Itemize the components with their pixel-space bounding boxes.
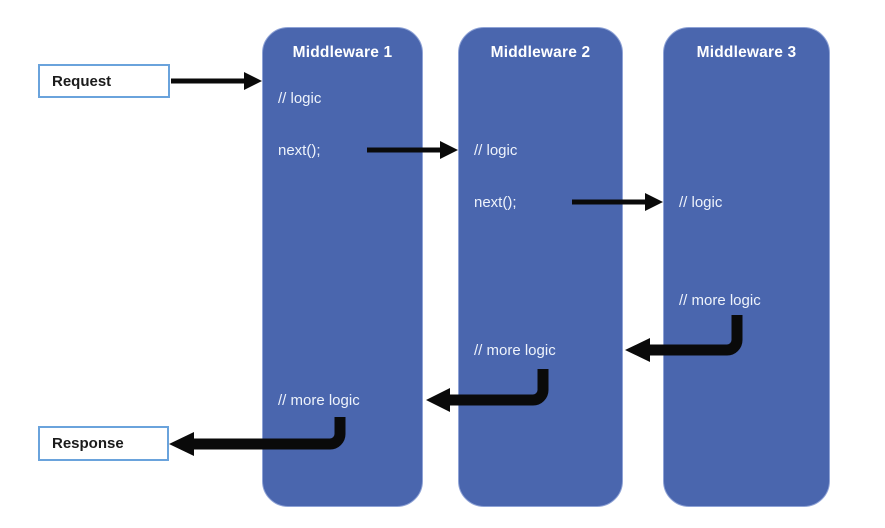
middleware-2-logic: // logic xyxy=(474,142,518,159)
middleware-1-title: Middleware 1 xyxy=(292,44,393,61)
middleware-3-box: Middleware 3 // logic // more logic xyxy=(663,27,830,507)
middleware-2-next-call: next(); xyxy=(474,194,517,211)
middleware-2-more-logic: // more logic xyxy=(474,342,556,359)
middleware-1-more-logic: // more logic xyxy=(278,392,360,409)
middleware-1-next-call: next(); xyxy=(278,142,321,159)
middleware-1-logic: // logic xyxy=(278,90,322,107)
middleware-2-box: Middleware 2 // logic next(); // more lo… xyxy=(458,27,623,507)
middleware-3-more-logic: // more logic xyxy=(679,292,761,309)
arrow-request-to-mw1 xyxy=(171,72,262,90)
response-label: Response xyxy=(52,435,124,452)
request-box: Request xyxy=(38,64,170,98)
middleware-2-title: Middleware 2 xyxy=(490,44,591,61)
middleware-1-box: Middleware 1 // logic next(); // more lo… xyxy=(262,27,423,507)
middleware-3-logic: // logic xyxy=(679,194,723,211)
response-box: Response xyxy=(38,426,169,461)
middleware-3-title: Middleware 3 xyxy=(696,44,797,61)
request-label: Request xyxy=(52,72,112,90)
